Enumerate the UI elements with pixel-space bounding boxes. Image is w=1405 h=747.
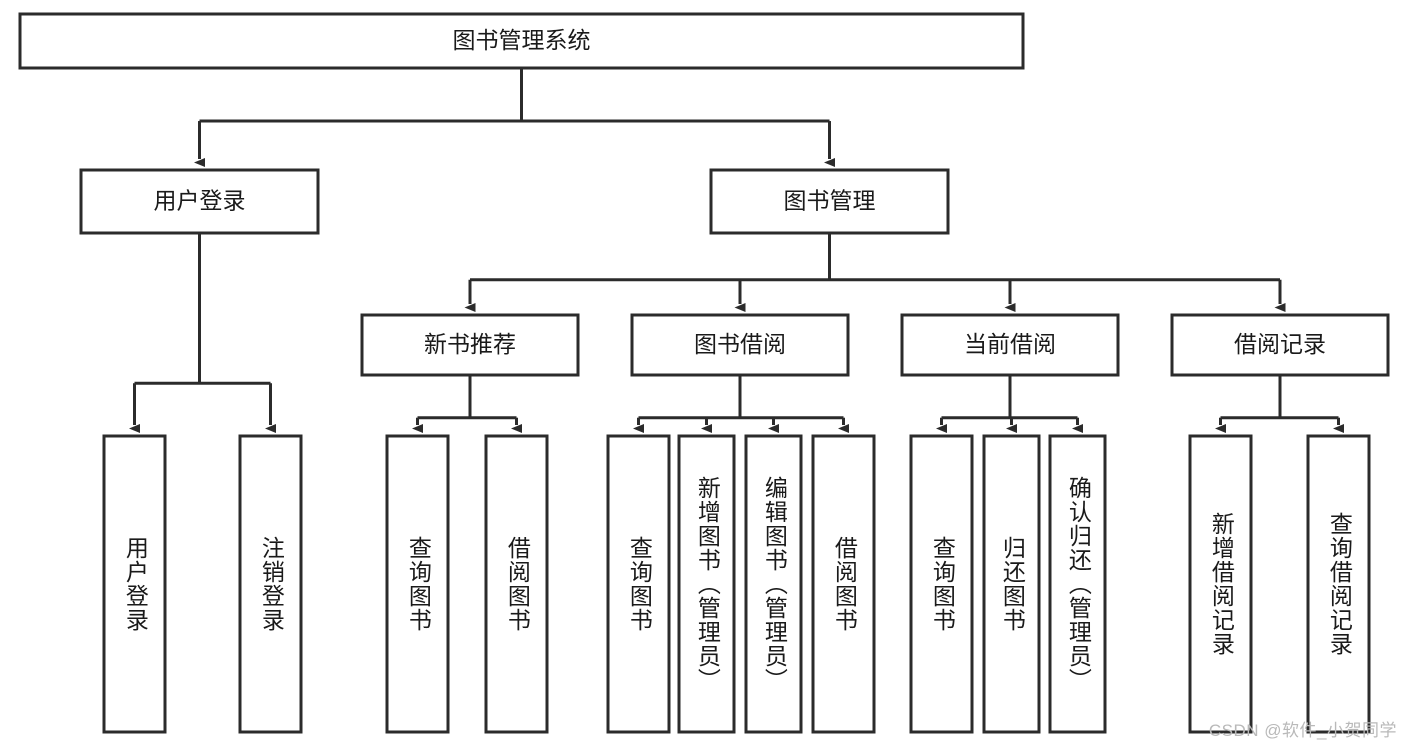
node-box — [811, 434, 876, 734]
node-label-book-borrow: 图书借阅 — [694, 331, 786, 357]
node-user-login[interactable] — [79, 168, 320, 235]
node-label-borrow-record: 借阅记录 — [1234, 331, 1326, 357]
node-box — [360, 313, 580, 377]
node-box — [982, 434, 1041, 734]
node-box — [102, 434, 167, 734]
node-box — [677, 434, 736, 734]
node-current-borrow[interactable] — [900, 313, 1120, 377]
node-box — [385, 434, 450, 734]
node-box — [900, 313, 1120, 377]
edges-layer — [129, 68, 1344, 433]
node-box — [1048, 434, 1107, 734]
node-leaf-return-book[interactable] — [982, 434, 1041, 734]
node-box — [18, 12, 1025, 70]
node-leaf-user-login[interactable] — [102, 434, 167, 734]
node-box — [1188, 434, 1253, 734]
node-leaf-add-record[interactable] — [1188, 434, 1253, 734]
node-leaf-logout[interactable] — [238, 434, 303, 734]
node-book-manage[interactable] — [709, 168, 950, 235]
node-leaf-query-book-2[interactable] — [606, 434, 671, 734]
node-box — [484, 434, 549, 734]
node-leaf-query-book-1[interactable] — [385, 434, 450, 734]
node-box — [238, 434, 303, 734]
node-label-book-manage: 图书管理 — [784, 188, 876, 214]
node-leaf-query-record[interactable] — [1306, 434, 1371, 734]
node-label-current-borrow: 当前借阅 — [964, 331, 1056, 357]
node-leaf-add-book[interactable] — [677, 434, 736, 734]
node-leaf-borrow-book-1[interactable] — [484, 434, 549, 734]
watermark-text: CSDN @软件_小贺同学 — [1208, 721, 1397, 740]
node-leaf-query-book-3[interactable] — [909, 434, 974, 734]
node-book-borrow[interactable] — [630, 313, 850, 377]
node-box — [744, 434, 803, 734]
node-label-user-login: 用户登录 — [154, 188, 246, 214]
node-leaf-edit-book[interactable] — [744, 434, 803, 734]
node-box — [1306, 434, 1371, 734]
node-box — [606, 434, 671, 734]
node-label-new-book-rec: 新书推荐 — [424, 331, 516, 357]
node-label-root: 图书管理系统 — [453, 27, 591, 53]
node-borrow-record[interactable] — [1170, 313, 1390, 377]
node-leaf-confirm-return[interactable] — [1048, 434, 1107, 734]
node-new-book-rec[interactable] — [360, 313, 580, 377]
node-root[interactable] — [18, 12, 1025, 70]
node-box — [630, 313, 850, 377]
node-box — [909, 434, 974, 734]
node-box — [709, 168, 950, 235]
node-box — [1170, 313, 1390, 377]
node-box — [79, 168, 320, 235]
node-leaf-borrow-book-2[interactable] — [811, 434, 876, 734]
